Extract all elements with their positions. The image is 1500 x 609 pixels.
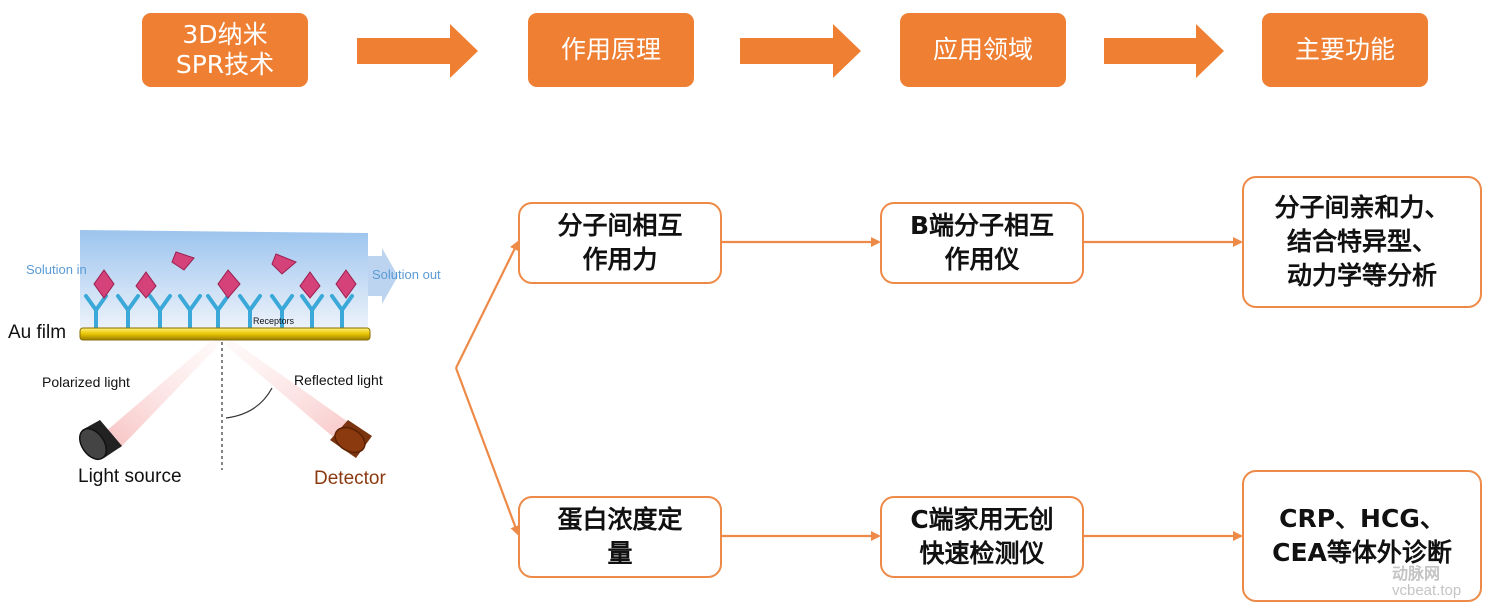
light-source-label: Light source: [78, 466, 182, 487]
spr-illustration: [78, 230, 398, 470]
box-line: C端家用无创: [910, 505, 1054, 534]
box-line: 分子间亲和力、: [1274, 193, 1450, 222]
step-label: 应用领域: [932, 35, 1033, 64]
au-film-label: Au film: [8, 322, 67, 343]
step-label-line2: SPR技术: [175, 50, 275, 79]
box-line: 量: [607, 539, 633, 568]
step-function: 主要功能: [1262, 13, 1428, 87]
header-arrows: [357, 24, 1224, 78]
function-affinity-analysis: 分子间亲和力、 结合特异型、 动力学等分析: [1242, 176, 1482, 308]
box-line: 蛋白浓度定: [557, 505, 683, 534]
step-principle: 作用原理: [528, 13, 694, 87]
detector-label: Detector: [314, 468, 386, 489]
box-line: 作用力: [582, 245, 658, 274]
au-film: [79, 327, 371, 341]
step-label: 主要功能: [1294, 35, 1395, 64]
incident-beam: [96, 340, 222, 448]
application-c-end-home-device: C端家用无创 快速检测仪: [880, 496, 1084, 578]
angle-arc: [225, 387, 273, 419]
reflected-beam: [224, 340, 368, 448]
principle-protein-quantification: 蛋白浓度定 量: [518, 496, 722, 578]
principle-intermolecular-force: 分子间相互 作用力: [518, 202, 722, 284]
connectors: [454, 237, 1243, 541]
detector-device: [330, 420, 372, 458]
flow-out-arrow: [368, 248, 398, 304]
arrow-2: [740, 24, 861, 78]
box-line: B端分子相互: [909, 211, 1055, 240]
step-label: 作用原理: [560, 35, 661, 64]
box-line: 动力学等分析: [1286, 261, 1437, 290]
receptors-label: Receptors: [253, 316, 295, 326]
box-line: 结合特异型、: [1286, 227, 1437, 256]
box-line: 作用仪: [944, 245, 1020, 274]
receptors: [84, 294, 354, 330]
solution-out-label: Solution out: [372, 267, 441, 282]
box-line: 快速检测仪: [919, 539, 1045, 568]
light-source-device: [78, 420, 122, 461]
watermark-brand: 动脉网: [1392, 566, 1441, 583]
box-line: CEA等体外诊断: [1272, 538, 1452, 567]
application-b-end-instrument: B端分子相互 作用仪: [880, 202, 1084, 284]
analyte-molecules: [93, 251, 357, 299]
arrow-1: [357, 24, 478, 78]
branch-to-top: [455, 240, 519, 369]
polarized-light-label: Polarized light: [42, 374, 130, 390]
reflected-light-label: Reflected light: [294, 372, 383, 388]
solution-in-label: Solution in: [26, 262, 87, 277]
function-in-vitro-diagnostics: CRP、HCG、 CEA等体外诊断: [1242, 470, 1482, 602]
step-3d-nano-spr: 3D纳米 SPR技术: [142, 13, 308, 87]
step-label-line1: 3D纳米: [182, 20, 268, 49]
box-line: 分子间相互: [557, 211, 683, 240]
step-application: 应用领域: [900, 13, 1066, 87]
branch-to-bottom: [454, 367, 520, 536]
box-line: CRP、HCG、: [1279, 504, 1445, 533]
watermark-url: vcbeat.top: [1392, 582, 1462, 599]
arrow-3: [1104, 24, 1224, 78]
